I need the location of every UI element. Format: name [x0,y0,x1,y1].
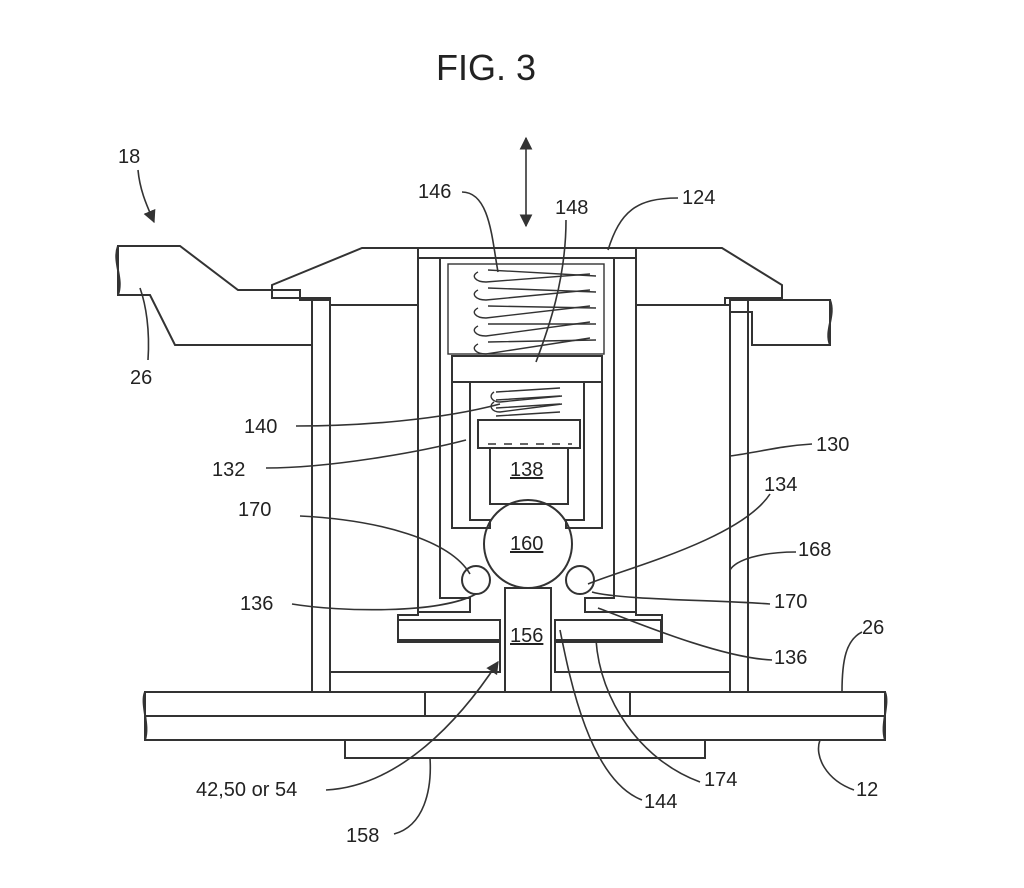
panel-26-right [729,299,833,346]
base-plate-12 [142,691,888,759]
label-132: 132 [212,459,245,481]
inner-sleeve-132 [451,381,603,529]
balls-170 [461,565,595,595]
label-148: 148 [555,197,588,219]
label-156: 156 [510,625,543,647]
spring-146 [447,263,605,355]
figure-title: FIG. 3 [436,47,536,88]
label-124: 124 [682,187,715,209]
label-138: 138 [510,459,543,481]
label-12: 12 [856,779,878,801]
washer-136 [397,619,662,641]
label-144: 144 [644,791,677,813]
panel-26-left [115,245,313,346]
label-170-left: 170 [238,499,271,521]
label-136-right: 136 [774,647,807,669]
label-160: 160 [510,533,543,555]
label-26-left: 26 [130,367,152,389]
label-170-right: 170 [774,591,807,613]
label-134: 134 [764,474,797,496]
label-18: 18 [118,146,140,168]
reference-labels: 18 26 146 148 124 140 132 130 138 134 17… [118,146,884,847]
label-130: 130 [816,434,849,456]
label-168: 168 [798,539,831,561]
label-26-right: 26 [862,617,884,639]
label-42-50-54: 42,50 or 54 [196,779,297,801]
label-136-left: 136 [240,593,273,615]
spring-140 [490,387,563,417]
piston-138 [477,419,581,505]
label-146: 146 [418,181,451,203]
leader-lines [137,169,863,835]
label-174: 174 [704,769,737,791]
label-140: 140 [244,416,277,438]
cartridge-wall-132 [417,257,637,613]
cap-148 [451,355,603,383]
label-158: 158 [346,825,379,847]
